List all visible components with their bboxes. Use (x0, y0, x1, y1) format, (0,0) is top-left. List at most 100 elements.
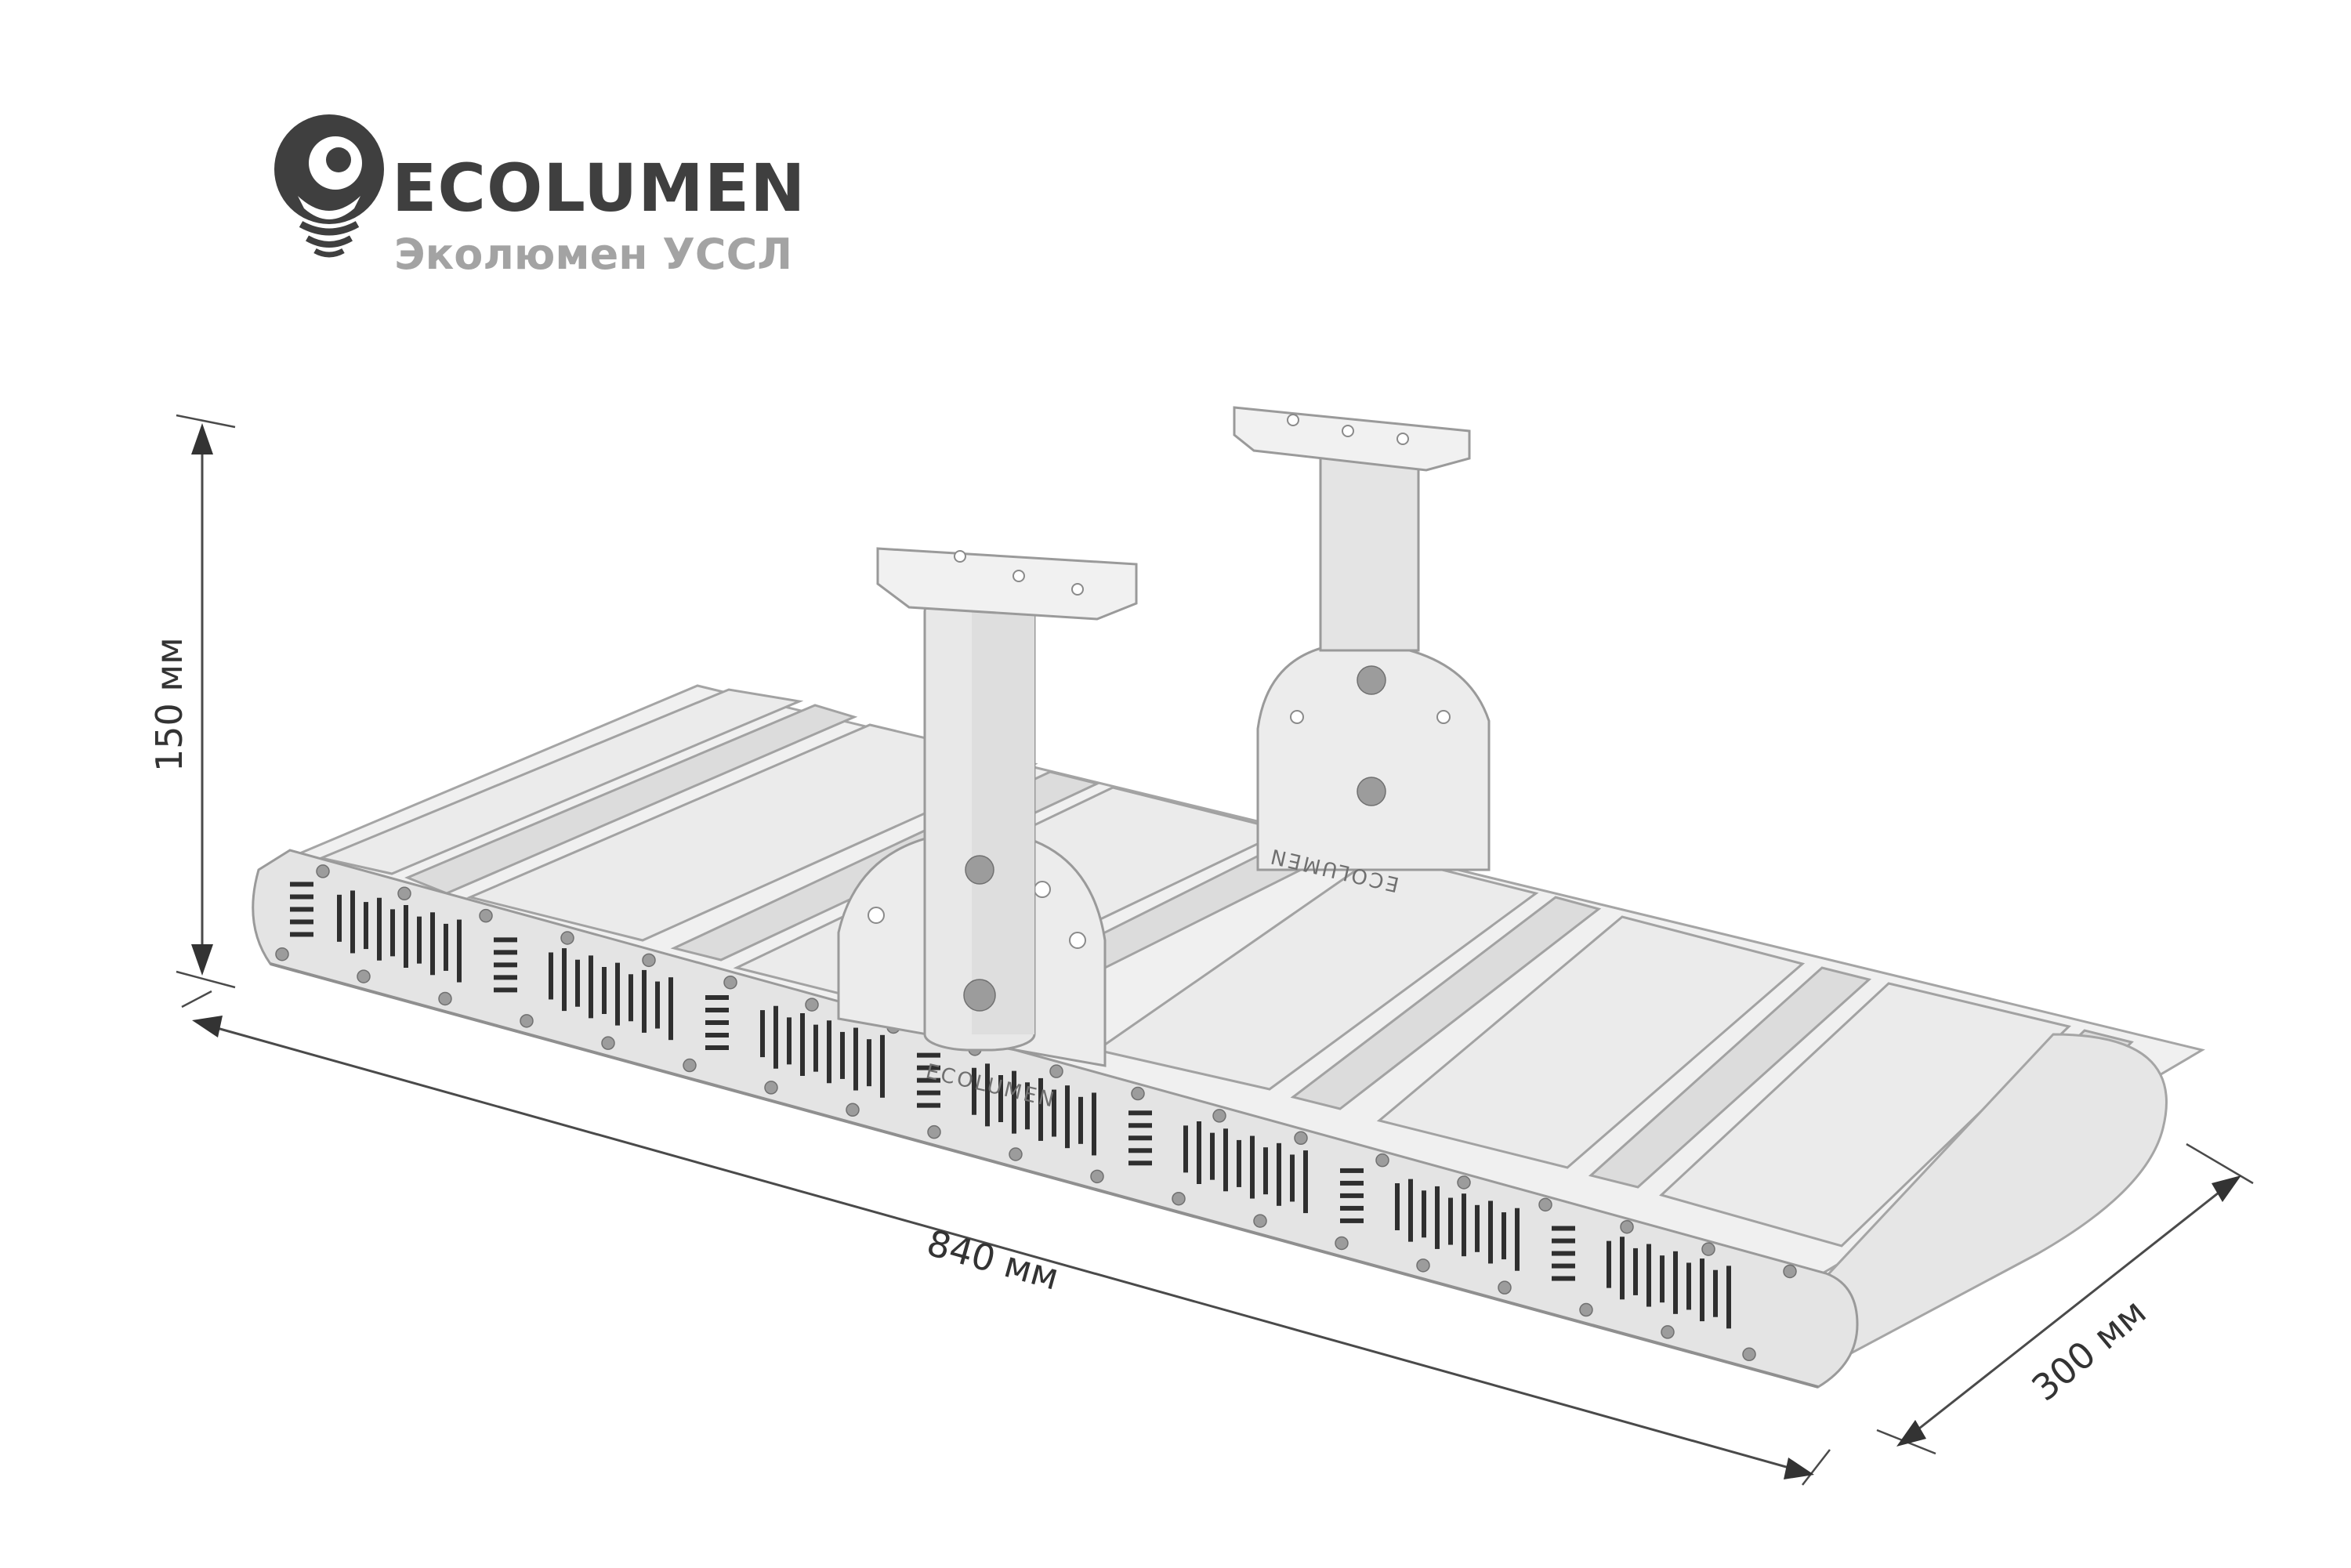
vent-slot (1012, 1070, 1016, 1134)
vent-slot (1448, 1197, 1453, 1245)
panel-screw (764, 1081, 778, 1095)
vent-slot (760, 1010, 765, 1058)
panel-screw (1416, 1258, 1430, 1273)
panel-screw (642, 953, 656, 968)
panel-screw (1661, 1325, 1675, 1339)
vent-slot (1250, 1135, 1255, 1199)
vent-dash (1552, 1238, 1575, 1244)
vent-slot (1515, 1208, 1520, 1271)
vent-dash (1552, 1226, 1575, 1231)
vent-dash (705, 1045, 729, 1050)
vent-slot (1223, 1128, 1228, 1192)
vent-slot (853, 1027, 858, 1091)
vent-slot (404, 905, 408, 968)
vent-slot (457, 919, 462, 983)
vent-slot (642, 969, 647, 1033)
vent-slot (827, 1020, 831, 1084)
vent-slot (1435, 1186, 1440, 1249)
panel-screw (1620, 1219, 1634, 1234)
ecolumen-bulb-logo-icon (274, 114, 384, 258)
vent-slot (377, 897, 382, 961)
panel-screw (846, 1103, 860, 1117)
vent-slot (1422, 1190, 1426, 1238)
vent-slot (615, 962, 620, 1026)
vent-dash (917, 1052, 940, 1058)
vent-slot (985, 1063, 990, 1127)
panel-screw (927, 1124, 941, 1139)
panel-screw (601, 1036, 615, 1050)
vent-slot (575, 959, 580, 1007)
height-dimension: 150 мм (148, 414, 236, 989)
vent-slot (1700, 1258, 1704, 1322)
panel-screw (397, 886, 411, 901)
vent-dash (1552, 1263, 1575, 1269)
vent-slot (430, 912, 435, 976)
brand-subtitle: Эколюмен УССЛ (394, 230, 793, 279)
panel-screw (1498, 1280, 1512, 1295)
panel-screw (1294, 1131, 1308, 1146)
vent-slot (1237, 1139, 1241, 1187)
panel-screw (1538, 1197, 1552, 1212)
panel-screw (1375, 1153, 1389, 1168)
vent-dash (917, 1090, 940, 1095)
panel-screw (275, 947, 289, 961)
vent-slot (972, 1067, 976, 1115)
vent-dash (494, 975, 517, 980)
vent-slot (1607, 1240, 1611, 1288)
vent-dash (705, 995, 729, 1000)
vent-dash (290, 882, 313, 887)
vent-dash (494, 950, 517, 955)
panel-screw (1131, 1086, 1145, 1101)
vent-dash (1128, 1161, 1152, 1166)
vent-slot (1052, 1089, 1056, 1137)
panel-screw (1783, 1264, 1797, 1279)
vent-dash (917, 1103, 940, 1108)
panel-screw (1049, 1064, 1063, 1078)
vent-slot (1462, 1193, 1466, 1257)
vent-slot (350, 890, 355, 954)
vent-slot (998, 1075, 1003, 1122)
vent-slot (1633, 1248, 1638, 1295)
vent-slot (1713, 1269, 1718, 1317)
panel-screw (1457, 1175, 1471, 1190)
vent-dash (290, 907, 313, 912)
vent-slot (867, 1039, 871, 1087)
vent-dash (1128, 1110, 1152, 1116)
vent-slot (629, 974, 633, 1022)
vent-slot (813, 1024, 818, 1072)
vent-slot (1092, 1092, 1096, 1156)
panel-screw (723, 975, 737, 990)
panel-screw (1701, 1242, 1715, 1256)
panel-screw (1172, 1191, 1186, 1206)
rear-mounting-bracket: ECOLUMEN (1233, 406, 1491, 896)
length-label: 840 мм (922, 1222, 1063, 1298)
vent-slot (562, 948, 567, 1012)
vent-dash (1128, 1123, 1152, 1128)
vent-slot (602, 967, 607, 1014)
vent-dash (705, 1020, 729, 1025)
vent-dash (290, 932, 313, 937)
panel-screw (1009, 1147, 1023, 1161)
panel-screw (683, 1058, 697, 1073)
vent-slot (1263, 1147, 1268, 1195)
panel-screw (1335, 1236, 1349, 1251)
vent-slot-groups (290, 882, 1731, 1329)
vent-slot (1673, 1251, 1678, 1314)
vent-slot (1277, 1143, 1281, 1206)
vent-dash (1340, 1180, 1364, 1186)
vent-slot (787, 1017, 792, 1065)
brand-name: ECOLUMEN (392, 150, 806, 226)
vent-slot (1290, 1154, 1295, 1202)
vent-slot (337, 894, 342, 942)
vent-slot (1303, 1150, 1308, 1214)
vent-slot (655, 981, 660, 1029)
front-mounting-bracket: ECOLUMEN (837, 547, 1138, 1113)
vent-slot (1183, 1125, 1188, 1173)
vent-slot (1038, 1077, 1043, 1141)
vent-slot (773, 1005, 778, 1069)
vent-slot (1197, 1121, 1201, 1184)
vent-dash (1552, 1276, 1575, 1281)
vent-slot (1475, 1204, 1480, 1252)
